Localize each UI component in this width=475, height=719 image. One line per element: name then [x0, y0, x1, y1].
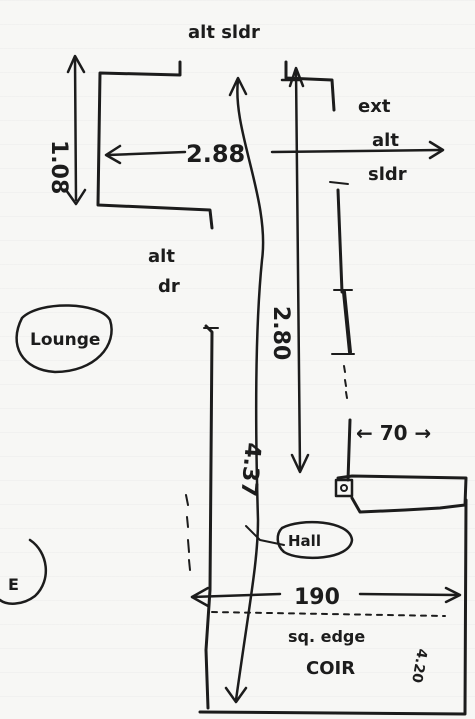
- sq-edge-label: sq. edge: [288, 627, 365, 646]
- bottom-outline: [198, 498, 468, 716]
- left-bracket: [64, 54, 214, 230]
- alt-label-right: alt: [372, 130, 399, 151]
- partial-bubble: [0, 538, 48, 605]
- coir-label: COIR: [306, 658, 355, 679]
- arrow-437: [224, 76, 265, 704]
- top-alt-slider-label: alt sldr: [188, 22, 260, 43]
- lounge-label: Lounge: [30, 330, 100, 350]
- alt-door-dr-label: dr: [158, 276, 180, 297]
- dim-190-line: [190, 586, 462, 608]
- width-288-label: 2.88: [186, 140, 245, 168]
- length-437-label: 4.37: [235, 441, 265, 497]
- hall-label: Hall: [288, 532, 321, 550]
- left-hall-wall: [185, 324, 219, 710]
- width-190-label: 190: [294, 585, 340, 610]
- right-side-note: 4.20: [408, 647, 430, 684]
- alt-door-alt-label: alt: [148, 246, 175, 267]
- sldr-label-right: sldr: [368, 164, 407, 185]
- lounge-bubble: [15, 304, 113, 374]
- arrow-280: [288, 66, 310, 474]
- dim-288-line: [104, 140, 445, 165]
- ext-label: ext: [358, 96, 391, 117]
- right-wall: [329, 181, 355, 482]
- mat-outline: [334, 474, 468, 514]
- hall-bubble: [245, 520, 354, 560]
- length-280-label: 2.80: [268, 306, 293, 360]
- door-width-label: 1.08: [46, 140, 71, 194]
- corner-note-label: E: [8, 575, 19, 594]
- dim-70-label: ← 70 →: [356, 421, 431, 445]
